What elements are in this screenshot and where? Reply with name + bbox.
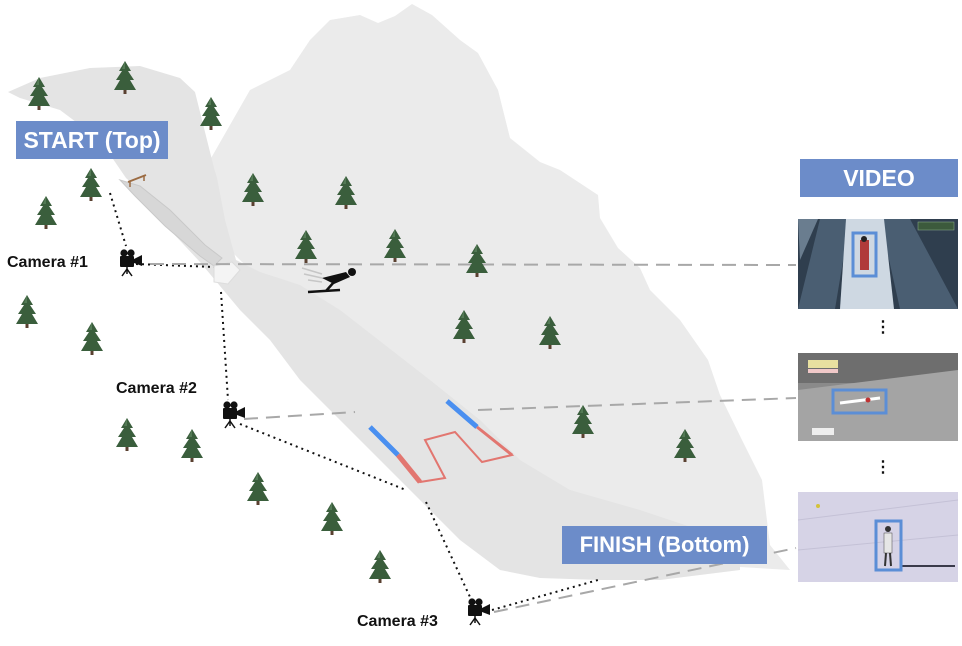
- vertical-ellipsis-2: ⋮: [875, 459, 891, 476]
- video-label: VIDEO: [800, 159, 958, 197]
- ski-jumper-icon: [301, 267, 356, 294]
- camera-icon-3: [467, 597, 491, 626]
- camera-icon-1: [119, 248, 143, 277]
- start-gate-icon: [127, 174, 147, 187]
- tree: [81, 322, 103, 355]
- tree: [35, 196, 57, 229]
- camera-path: [109, 192, 599, 611]
- hill-profile: [8, 66, 740, 580]
- video-frame-2: [798, 353, 958, 441]
- k-line-right: [445, 399, 479, 429]
- video-connectors: [149, 263, 797, 613]
- tree: [80, 168, 102, 201]
- tree: [369, 550, 391, 583]
- tree: [181, 429, 203, 462]
- tree: [16, 295, 38, 328]
- camera-3-label: Camera #3: [357, 613, 438, 630]
- finish-label: FINISH (Bottom): [562, 526, 767, 564]
- takeoff-table: [213, 261, 241, 285]
- video-frame-1: [798, 219, 958, 309]
- inrun-track: [118, 178, 223, 267]
- camera-2-label: Camera #2: [116, 380, 197, 397]
- mountain-silhouette: [210, 4, 790, 570]
- landing-zone-top: [476, 425, 513, 457]
- video-frame-3: [797, 492, 959, 582]
- landing-zone-base: [396, 453, 422, 484]
- tree: [321, 502, 343, 535]
- tree: [247, 472, 269, 505]
- tree: [200, 97, 222, 130]
- landing-zone: [397, 426, 515, 484]
- camera-1-label: Camera #1: [7, 254, 88, 271]
- start-label: START (Top): [16, 121, 168, 159]
- k-line-left: [368, 425, 400, 457]
- tree: [116, 418, 138, 451]
- vertical-ellipsis-1: ⋮: [875, 319, 891, 336]
